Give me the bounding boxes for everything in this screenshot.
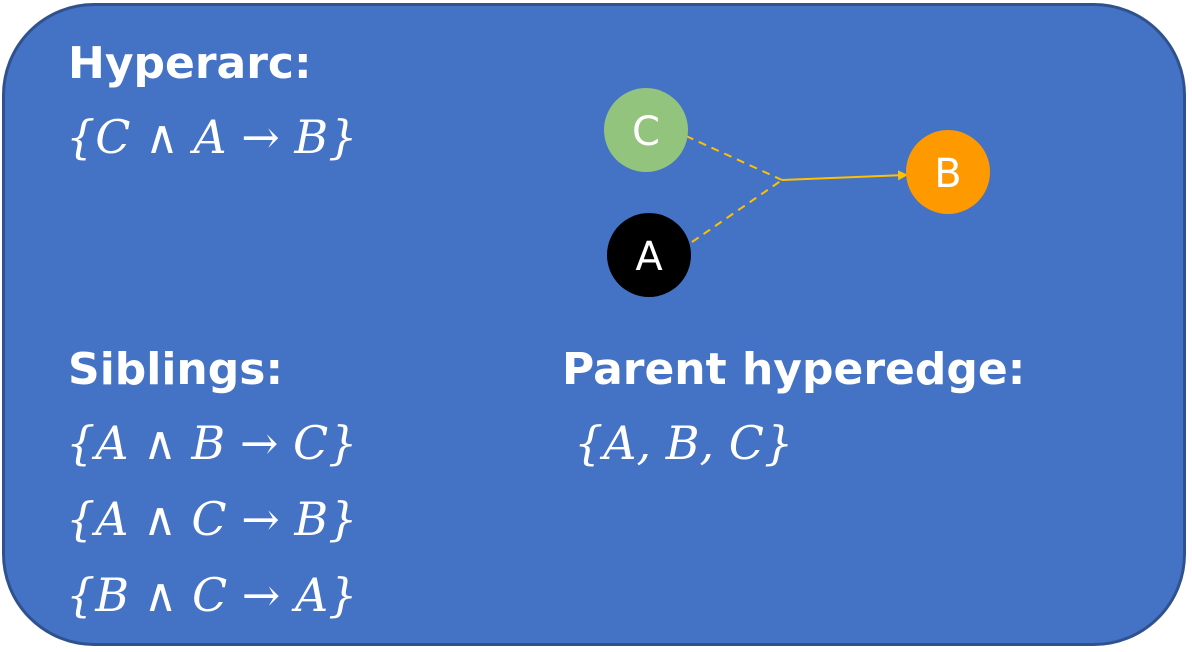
tail-edge-a bbox=[691, 179, 783, 243]
sibling-formula-2: {A ∧ C → B} bbox=[66, 492, 358, 546]
parent-hyperedge-heading: Parent hyperedge: bbox=[562, 344, 1026, 395]
head-edge-b bbox=[781, 170, 908, 181]
parent-hyperedge-formula: {A, B, C} bbox=[574, 416, 794, 470]
hyperarc-heading: Hyperarc: bbox=[68, 38, 312, 89]
node-a bbox=[607, 213, 691, 297]
node-b-label: B bbox=[934, 151, 961, 197]
node-c-label: C bbox=[632, 109, 660, 155]
hyperarc-formula: {C ∧ A → B} bbox=[66, 110, 358, 164]
siblings-heading: Siblings: bbox=[68, 344, 284, 395]
tail-edge-c bbox=[685, 135, 783, 181]
node-a-label: A bbox=[635, 234, 663, 280]
node-b bbox=[906, 130, 990, 214]
sibling-formula-1: {A ∧ B → C} bbox=[66, 416, 358, 470]
node-c bbox=[604, 88, 688, 172]
sibling-formula-3: {B ∧ C → A} bbox=[66, 568, 358, 622]
hypergraph-panel bbox=[2, 3, 1186, 646]
